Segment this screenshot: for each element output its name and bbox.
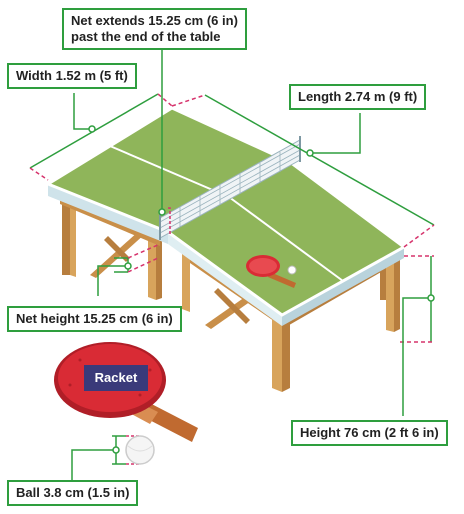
ball-label: Ball 3.8 cm (1.5 in) [7,480,139,506]
net-extends-label-line2: past the end of the table [71,29,221,44]
net-height-label: Net height 15.25 cm (6 in) [7,306,182,332]
racket-illustration [54,342,198,442]
ball-illustration [125,435,155,465]
length-label: Length 2.74 m (9 ft) [289,84,427,110]
table-top [44,106,407,326]
net-extends-label-line1: Net extends 15.25 cm (6 in) [71,13,238,28]
width-label: Width 1.52 m (5 ft) [7,63,137,89]
height-label: Height 76 cm (2 ft 6 in) [291,420,448,446]
net-extends-label: Net extends 15.25 cm (6 in) past the end… [62,8,247,50]
ball-on-table [287,265,297,275]
racket-label: Racket [84,365,148,391]
racket-on-table [246,255,296,288]
dimension-lines [29,40,435,480]
